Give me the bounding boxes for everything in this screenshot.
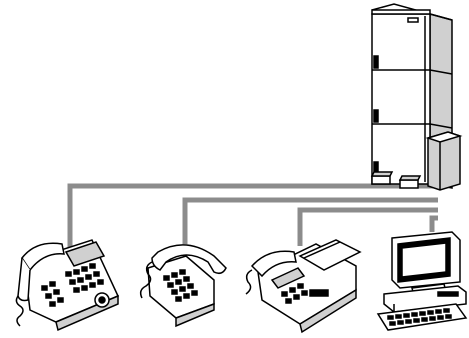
cable-pbx-to-digital-phone	[67, 183, 438, 252]
cable-pbx-to-fax	[297, 207, 438, 246]
digital-telephone-icon	[15, 239, 120, 332]
connection-cables	[67, 183, 438, 252]
cable-pbx-to-analog-phone	[182, 197, 438, 244]
analog-telephone-icon	[139, 244, 227, 328]
computer-workstation-icon	[376, 231, 468, 331]
cable-pbx-to-computer	[429, 215, 438, 232]
pbx-cabinet-icon	[370, 3, 463, 191]
fax-machine-icon	[245, 239, 362, 334]
